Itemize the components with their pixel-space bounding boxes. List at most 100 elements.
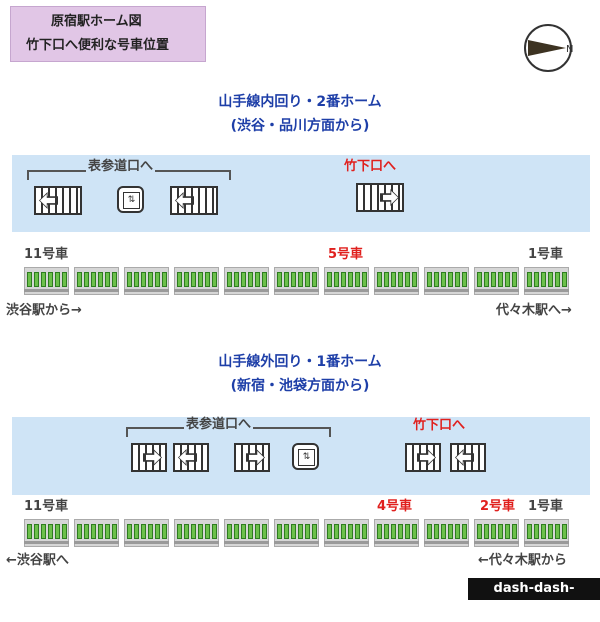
train-window (462, 272, 467, 287)
platform2-stairs-1 (34, 186, 82, 215)
train-window (198, 524, 203, 539)
train-window (412, 524, 417, 539)
platform2-heading: 山手線内回り・2番ホーム (218, 94, 382, 110)
train-window (377, 524, 382, 539)
train-window (148, 272, 153, 287)
train-window (427, 272, 432, 287)
compass-letter: N (566, 44, 573, 55)
train-window (484, 524, 489, 539)
train-window (312, 272, 317, 287)
train-window (477, 272, 482, 287)
train-window (212, 524, 217, 539)
train-window (48, 272, 53, 287)
train-car (24, 519, 69, 547)
train-window (48, 524, 53, 539)
platform2-to-label: 代々木駅へ→ (496, 303, 572, 318)
train-window (327, 272, 332, 287)
train-window (84, 524, 89, 539)
train-window (562, 272, 567, 287)
train-window (191, 524, 196, 539)
train-window (384, 524, 389, 539)
train-window (177, 272, 182, 287)
train-window (491, 524, 496, 539)
train-window (155, 272, 160, 287)
platform2-car-label-11: 11号車 (24, 247, 69, 262)
train-window (562, 524, 567, 539)
train-window (355, 524, 360, 539)
train-window (227, 524, 232, 539)
train-window (555, 524, 560, 539)
train-window (134, 272, 139, 287)
train-window (377, 272, 382, 287)
train-window (262, 272, 267, 287)
train-window (534, 524, 539, 539)
train-window (55, 524, 60, 539)
train-window (498, 272, 503, 287)
platform1-stairs-takeshita-1 (405, 443, 441, 472)
train-window (34, 524, 39, 539)
train-window (348, 524, 353, 539)
train-window (384, 272, 389, 287)
train-window (505, 272, 510, 287)
train-window (391, 524, 396, 539)
train-window (484, 272, 489, 287)
train-car (24, 267, 69, 295)
train-window (84, 272, 89, 287)
train-window (248, 272, 253, 287)
platform1-car-label-1: 1号車 (528, 499, 564, 514)
train-window (448, 272, 453, 287)
train-window (298, 272, 303, 287)
elevator-icon: ⇅ (298, 449, 315, 466)
train-window (305, 524, 310, 539)
train-window (512, 524, 517, 539)
train-window (248, 524, 253, 539)
train-window (62, 524, 67, 539)
train-window (341, 272, 346, 287)
train-window (534, 272, 539, 287)
train-window (77, 524, 82, 539)
platform1-heading: 山手線外回り・1番ホーム (218, 354, 382, 370)
train-car (174, 267, 219, 295)
train-window (555, 272, 560, 287)
train-window (398, 524, 403, 539)
train-window (548, 272, 553, 287)
train-window (241, 272, 246, 287)
platform2-car-label-1: 1号車 (528, 247, 564, 262)
train-window (198, 272, 203, 287)
train-window (141, 524, 146, 539)
train-window (441, 272, 446, 287)
train-window (498, 524, 503, 539)
platform1-stairs-1 (131, 443, 167, 472)
train-window (448, 524, 453, 539)
train-window (405, 524, 410, 539)
platform2-elevator: ⇅ (117, 186, 144, 213)
train-window (27, 524, 32, 539)
train-window (355, 272, 360, 287)
train-window (334, 272, 339, 287)
train-window (184, 272, 189, 287)
train-car (324, 267, 369, 295)
platform2-stairs-2 (170, 186, 218, 215)
train-window (41, 272, 46, 287)
platform1-car-label-4: 4号車 (377, 499, 413, 514)
platform1-car-label-11: 11号車 (24, 499, 69, 514)
train-window (27, 272, 32, 287)
train-car (524, 267, 569, 295)
train-car (224, 519, 269, 547)
train-window (177, 524, 182, 539)
train-window (291, 272, 296, 287)
train-window (477, 524, 482, 539)
train-window (105, 272, 110, 287)
train-window (291, 524, 296, 539)
train-window (491, 272, 496, 287)
train-window (312, 524, 317, 539)
train-window (284, 524, 289, 539)
train-car (424, 267, 469, 295)
train-window (527, 272, 532, 287)
train-window (548, 524, 553, 539)
train-car (124, 267, 169, 295)
train-window (241, 524, 246, 539)
train-window (455, 272, 460, 287)
train-window (255, 524, 260, 539)
train-window (262, 524, 267, 539)
